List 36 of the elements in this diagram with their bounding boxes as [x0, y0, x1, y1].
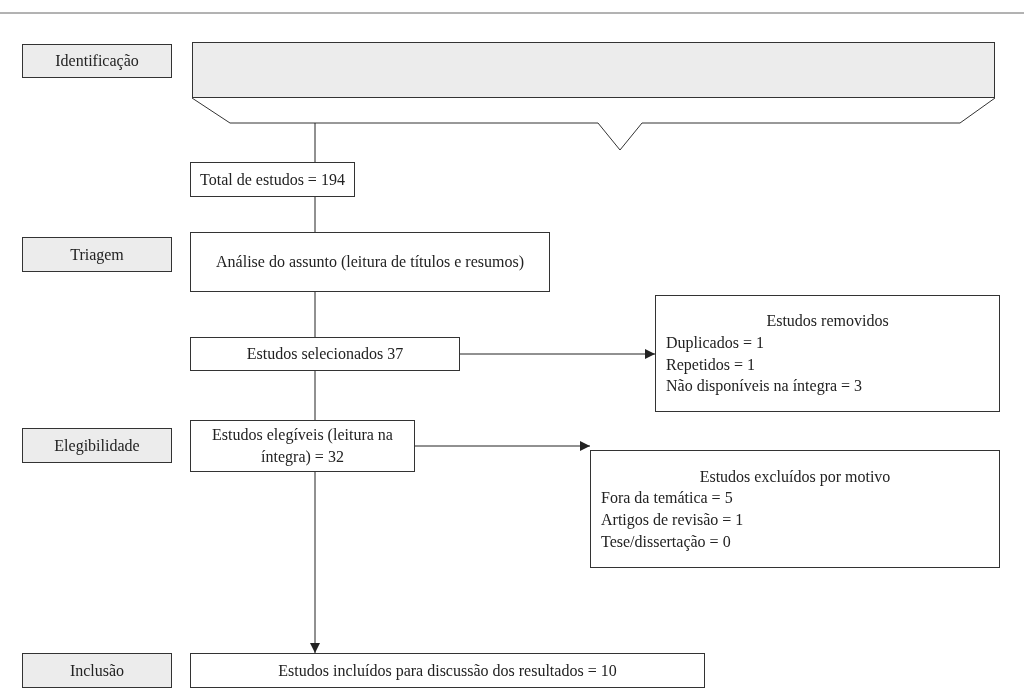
result-box — [655, 295, 1000, 412]
stage-label — [22, 653, 172, 688]
arrow — [459, 349, 656, 359]
box-text: Identificação — [54, 51, 140, 72]
list-item: Não disponíveis na íntegra = 3 — [666, 376, 863, 397]
process-box — [190, 162, 355, 197]
box-text: Triagem — [69, 244, 125, 266]
database-box — [192, 42, 995, 98]
box-text: Estudos incluídos para discussão dos resultados = 10 — [277, 660, 618, 682]
connector-line — [314, 370, 316, 421]
process-box — [190, 337, 460, 371]
connector-line — [314, 196, 316, 233]
stage-label — [22, 44, 172, 78]
box-text: Análise do assunto (leitura de títulos e resumos) — [215, 252, 525, 273]
stage-label — [22, 428, 172, 463]
box-text: Estudos elegíveis (leitura na íntegra) = 32 — [211, 425, 394, 468]
box-text: Estudos excluídos por motivo — [699, 466, 891, 488]
list-item: Artigos de revisão = 1 — [601, 510, 744, 531]
box-text: Total de estudos = 194 — [199, 169, 346, 190]
process-box — [190, 653, 705, 688]
box-text: Estudos removidos — [766, 311, 889, 332]
list-item: Repetidos = 1 — [666, 354, 755, 376]
list-item: Duplicados = 1 — [666, 332, 764, 354]
stage-label — [22, 237, 172, 272]
list-item: Fora da temática = 5 — [601, 488, 733, 509]
process-box — [190, 232, 550, 292]
list-item: Tese/dissertação = 0 — [601, 531, 731, 553]
result-box — [590, 450, 1000, 568]
connector-line — [314, 291, 316, 338]
arrow — [310, 471, 320, 654]
connector-line — [314, 122, 316, 163]
process-box — [190, 420, 415, 472]
arrow — [414, 441, 591, 451]
box-text: Inclusão — [68, 660, 126, 681]
box-text: Estudos selecionados 37 — [245, 344, 405, 365]
box-text: Elegibilidade — [53, 435, 141, 457]
